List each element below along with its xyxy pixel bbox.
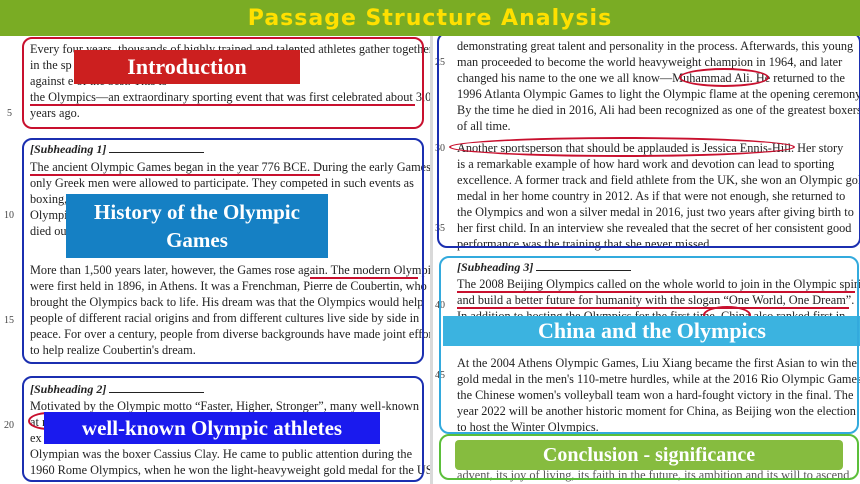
line-number: 15 [4,315,14,326]
text-line: More than 1,500 years later, however, th… [30,263,430,277]
line-number: 10 [4,210,14,221]
underline-mark [30,104,415,106]
text-line: ex [30,431,42,445]
text-line: the Olympics—an extraordinary sporting e… [30,90,430,104]
athletes-continued-box [437,36,860,248]
conclusion-label: Conclusion - significance [455,440,843,470]
underline-mark [457,307,849,309]
text-line: excellence. A former track and field ath… [457,173,860,187]
slide-title: Passage Structure Analysis [247,5,613,31]
text-line: years ago. [30,106,80,120]
underline-mark [30,174,320,176]
text-line: and build a better future for humanity w… [457,293,855,307]
text-line: brought the Olympics back to life. His d… [30,295,424,309]
text-line: her first child. In an interview she rev… [457,221,852,235]
text-line: of all time. [457,119,511,133]
history-box [22,138,424,364]
text-line: peace. For over a century, people from d… [30,327,430,341]
left-page: Every four years, thousands of highly tr… [0,36,430,484]
text-line: At the 2004 Athens Olympic Games, Liu Xi… [457,356,857,370]
china-label: China and the Olympics [443,316,860,346]
text-line: The 2008 Beijing Olympics called on the … [457,277,860,291]
text-line: is a remarkable example of how hard work… [457,157,835,171]
right-page: demonstrating great talent and personali… [430,36,860,484]
line-number: 5 [7,108,12,119]
conclusion-box [439,434,859,480]
circle-mark [679,68,769,87]
text-line: only Greek men were allowed to participa… [30,176,414,190]
text-line: 1960 Rome Olympics, when he won the ligh… [30,463,430,477]
text-line: to host the Winter Olympics. [457,420,599,434]
title-bar: Passage Structure Analysis [0,0,860,36]
introduction-box [22,37,424,129]
text-line: 1996 Atlanta Olympic Games to light the … [457,87,860,101]
text-line: the Chinese women's volleyball team won … [457,388,854,402]
text-line: By the time he died in 2016, Ali had bee… [457,103,860,117]
text-line: The ancient Olympic Games began in the y… [30,160,430,174]
underline-mark [457,291,855,293]
subheading-2: [Subheading 2] [30,382,205,397]
line-number: 25 [435,57,445,68]
text-line: to help realize Coubertin's dream. [30,343,196,357]
underline-mark [310,277,418,279]
text-line: people of different racial origins and f… [30,311,420,325]
line-number: 30 [435,143,445,154]
text-line: were first held in 1896, in Athens. It w… [30,279,427,293]
text-line: medal in her home country in 2012. As if… [457,189,846,203]
text-line: year 2022 will be another historic momen… [457,404,856,418]
subheading-1: [Subheading 1] [30,142,205,157]
text-line: Motivated by the Olympic motto “Faster, … [30,399,420,413]
text-line: Olympian was the boxer Cassius Clay. He … [30,447,413,461]
text-line: demonstrating great talent and personali… [457,39,854,53]
line-number: 35 [435,223,445,234]
text-line: gold medal in the men's 110-metre hurdle… [457,372,860,386]
china-box [439,256,859,434]
introduction-label: Introduction [74,50,300,84]
history-label: History of the Olympic Games [66,194,328,258]
athletes-label: well-known Olympic athletes [44,412,380,444]
text-line: died out [30,224,70,238]
text-line: the Olympics and won a silver medal in 2… [457,205,854,219]
line-number: 20 [4,420,14,431]
text-line: man proceeded to become the world heavyw… [457,55,843,69]
subheading-3: [Subheading 3] [457,260,632,275]
athletes-box [22,376,424,482]
circle-mark [449,137,795,157]
